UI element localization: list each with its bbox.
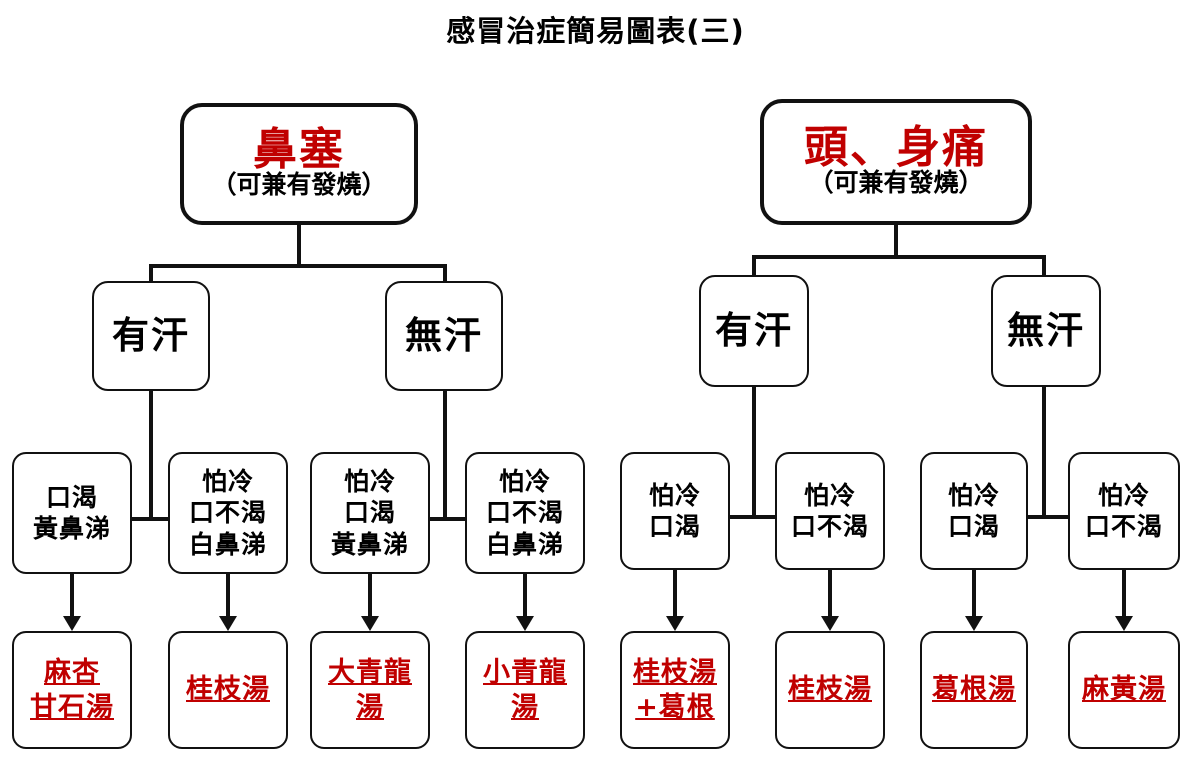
symptom-node-left-3: 怕冷 口不渴 白鼻涕 (465, 452, 585, 574)
root-subtitle-right: （可兼有發燒） (808, 168, 984, 198)
prescription-node-left-3: 小青龍 湯 (465, 631, 585, 749)
root-title-left: 鼻塞 (253, 124, 345, 176)
prescription-line: 桂枝湯 (186, 674, 270, 706)
symptom-node-right-2: 怕冷 口渴 (920, 452, 1028, 570)
connector-left-b0-stem (149, 391, 153, 521)
prescription-line: 湯 (511, 692, 539, 723)
symptom-line: 怕冷 (648, 480, 701, 510)
prescription-node-left-1: 桂枝湯 (168, 631, 288, 749)
connector-left-root-bar (149, 264, 447, 268)
sweat-label-right-0: 有汗 (715, 309, 793, 353)
prescription-line: 桂枝湯 (788, 674, 872, 706)
arrow-right-1 (820, 570, 840, 631)
page-title: 感冒治症簡易圖表(三) (446, 14, 745, 48)
connector-left-branch1-drop (443, 264, 447, 283)
connector-right-root-bar (752, 255, 1046, 259)
symptom-node-right-0: 怕冷 口渴 (620, 452, 730, 570)
symptom-node-right-1: 怕冷 口不渴 (775, 452, 885, 570)
connector-left-branch0-drop (149, 264, 153, 283)
prescription-node-left-0: 麻杏 甘石湯 (12, 631, 132, 749)
symptom-line: 怕冷 (498, 466, 551, 496)
sweat-node-right-0: 有汗 (699, 275, 809, 387)
symptom-node-right-3: 怕冷 口不渴 (1068, 452, 1180, 570)
prescription-line: 麻黃湯 (1082, 674, 1166, 706)
sweat-label-left-1: 無汗 (405, 314, 483, 358)
symptom-line: 口渴 (947, 512, 1000, 541)
prescription-line: 葛根湯 (932, 674, 1016, 706)
connector-right-b1-bar (1026, 515, 1070, 519)
symptom-line: 白鼻涕 (188, 529, 267, 559)
connector-right-b0-bar (728, 515, 778, 519)
root-subtitle-left: （可兼有發燒） (211, 170, 387, 200)
root-title-right: 頭、身痛 (804, 122, 988, 174)
prescription-line: 麻杏 (44, 656, 100, 688)
symptom-line: 黃鼻涕 (330, 529, 409, 559)
sweat-label-left-0: 有汗 (112, 314, 190, 358)
prescription-node-right-0: 桂枝湯 +葛根 (620, 631, 730, 749)
prescription-line: 大青龍 (328, 656, 412, 688)
symptom-node-left-1: 怕冷 口不渴 白鼻涕 (168, 452, 288, 574)
symptom-line: 口不渴 (485, 498, 564, 528)
connector-left-b1-stem (443, 391, 447, 521)
symptom-line: 怕冷 (947, 480, 1000, 510)
symptom-line: 怕冷 (343, 466, 396, 496)
arrow-left-2 (360, 574, 380, 631)
symptom-line: 口渴 (45, 482, 98, 512)
arrow-right-0 (665, 570, 685, 631)
prescription-line: 小青龍 (483, 656, 567, 688)
symptom-line: 黃鼻涕 (32, 514, 111, 543)
connector-right-b1-stem (1042, 387, 1046, 519)
prescription-node-right-1: 桂枝湯 (775, 631, 885, 749)
arrow-left-0 (62, 574, 82, 631)
symptom-node-left-0: 口渴 黃鼻涕 (12, 452, 132, 574)
connector-left-root-stem (297, 225, 301, 266)
connector-right-b0-stem (752, 387, 756, 519)
prescription-line: 湯 (356, 692, 384, 723)
sweat-label-right-1: 無汗 (1007, 309, 1085, 353)
prescription-line: +葛根 (635, 692, 715, 723)
symptom-line: 怕冷 (1097, 480, 1150, 510)
symptom-line: 怕冷 (201, 466, 254, 496)
connector-left-b1-bar (428, 517, 466, 521)
symptom-line: 口不渴 (1084, 512, 1163, 541)
prescription-line: 桂枝湯 (633, 656, 717, 688)
root-node-left: 鼻塞 （可兼有發燒） (180, 103, 418, 225)
root-node-right: 頭、身痛 （可兼有發燒） (760, 99, 1032, 225)
symptom-line: 口不渴 (790, 512, 869, 541)
symptom-line: 口渴 (343, 498, 396, 528)
sweat-node-left-1: 無汗 (385, 281, 503, 391)
arrow-left-3 (515, 574, 535, 631)
symptom-line: 怕冷 (803, 480, 856, 510)
connector-right-branch0-drop (752, 255, 756, 277)
symptom-line: 白鼻涕 (485, 529, 564, 559)
connector-right-root-stem (894, 225, 898, 257)
connector-left-b0-bar (131, 517, 169, 521)
arrow-left-1 (218, 574, 238, 631)
symptom-node-left-2: 怕冷 口渴 黃鼻涕 (310, 452, 430, 574)
prescription-node-right-3: 麻黃湯 (1068, 631, 1180, 749)
symptom-line: 口渴 (648, 512, 701, 541)
prescription-line: 甘石湯 (30, 692, 114, 723)
prescription-node-right-2: 葛根湯 (920, 631, 1028, 749)
connector-right-branch1-drop (1042, 255, 1046, 277)
arrow-right-2 (964, 570, 984, 631)
arrow-right-3 (1114, 570, 1134, 631)
symptom-line: 口不渴 (188, 498, 267, 528)
prescription-node-left-2: 大青龍 湯 (310, 631, 430, 749)
sweat-node-right-1: 無汗 (991, 275, 1101, 387)
sweat-node-left-0: 有汗 (92, 281, 210, 391)
